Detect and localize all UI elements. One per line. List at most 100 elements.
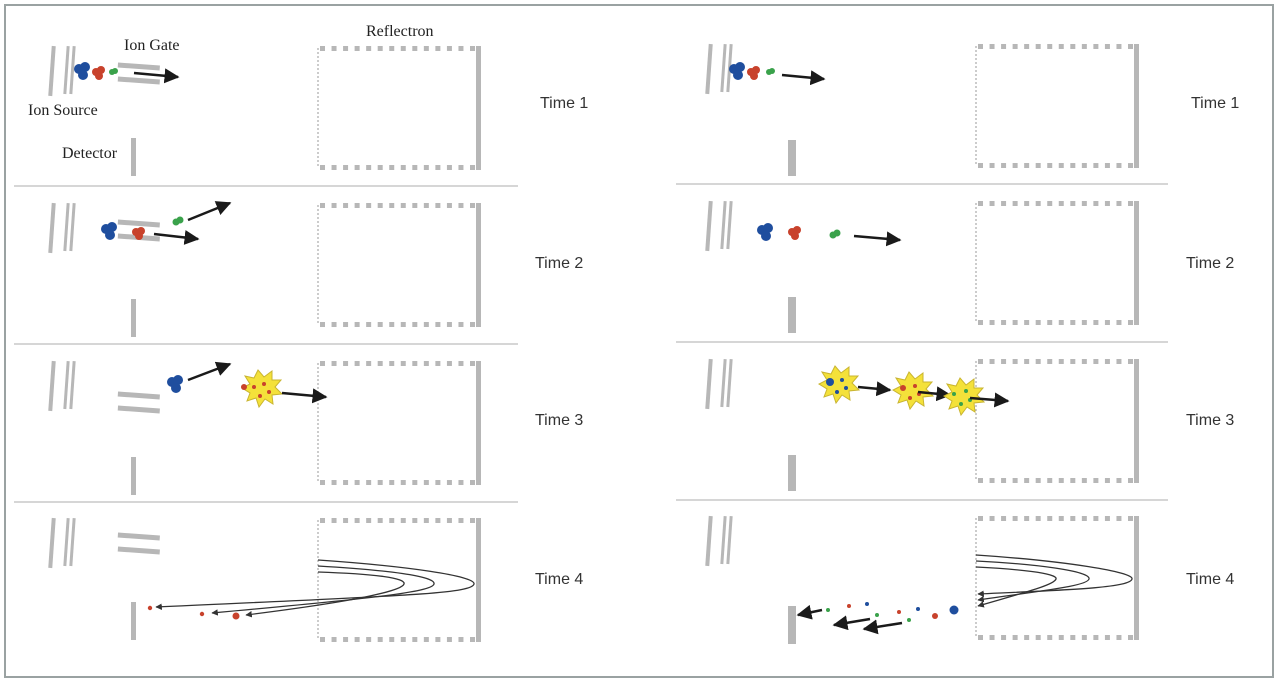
reflectron-ring [1001,163,1007,168]
reflectron-ring [320,480,325,485]
reflectron-ring [1047,516,1053,521]
reflectron-ring [446,203,452,208]
reflectron-ring [412,46,418,51]
label-ion-source: Ion Source [28,102,98,119]
detector [131,299,136,337]
reflectron [975,516,1139,640]
arrow-ions [133,68,180,84]
extraction-grid [63,517,70,567]
reflectron-ring [1024,635,1030,640]
reflectron-ring [331,361,337,366]
reflectron-ring [320,46,325,51]
reflectron-ring [978,320,983,325]
reflectron-ring [377,518,383,523]
reflectron-ring [978,201,983,206]
reflectron-back-plate [1134,44,1139,168]
reflectron-ring [366,322,372,327]
reflectron-ring [1104,359,1110,364]
reflectron-ring [1093,44,1099,49]
ion-source [705,200,733,252]
ion-source [705,358,733,410]
reflectron-ring [1116,163,1122,168]
extraction-grid [69,45,76,95]
reflectron-ring [1104,320,1110,325]
reflectron [975,44,1139,168]
reflectron-ring [400,203,406,208]
reflectron-ring [1093,201,1099,206]
reflectron-ring [989,320,995,325]
reflectron-ring [366,203,372,208]
reflectron-ring [377,637,383,642]
reflectron-ring [989,44,995,49]
reflectron-ring [1081,163,1087,168]
gate-plate [117,532,160,541]
extraction-grid [720,43,727,93]
reflectron-ring [989,635,995,640]
right-time2-ions [757,223,902,247]
reflectron-ring [446,480,452,485]
reflectron-ring [1047,359,1053,364]
reflectron-ring [1104,201,1110,206]
reflectron-ring [1093,516,1099,521]
reflectron-ring [1001,478,1007,483]
reflectron-ring [1093,163,1099,168]
ion-source [48,202,76,254]
reflectron-ring [366,518,372,523]
reflectron-ring [446,165,452,170]
reflectron [317,46,481,170]
reflectron-ring [377,480,383,485]
reflectron-ring [1024,516,1030,521]
reflectron-ring [435,637,441,642]
reflectron-ring [400,637,406,642]
reflectron-ring [412,203,418,208]
reflectron-ring [458,637,464,642]
reflectron-ring [989,516,995,521]
reflectron-ring [1116,201,1122,206]
ion-red [92,66,105,80]
label-reflectron: Reflectron [366,23,434,40]
reflectron-ring [1128,516,1133,521]
reflectron-ring [389,361,395,366]
reflectron-ring [423,361,429,366]
reflectron-ring [978,516,983,521]
reflectron-ring [331,637,337,642]
reflectron-ring [1047,201,1053,206]
reflectron-ring [1070,163,1076,168]
reflectron-ring [412,165,418,170]
reflectron-ring [1116,635,1122,640]
reflectron-ring [423,46,429,51]
extraction-grid [720,515,727,565]
reflectron-ring [1081,478,1087,483]
reflectron-ring [470,361,475,366]
reflectron-ring [331,165,337,170]
reflectron-ring [1012,201,1018,206]
reflectron-ring [1035,201,1041,206]
reflectron-ring [400,480,406,485]
source-plate [705,358,713,410]
reflectron-ring [1081,201,1087,206]
reflectron-ring [1058,516,1064,521]
ion-green [766,68,775,75]
reflectron-ring [470,165,475,170]
gate-plate [117,546,160,555]
reflectron-ring [1116,44,1122,49]
reflectron-ring [331,46,337,51]
reflectron-ring [343,480,349,485]
reflectron-ring [458,165,464,170]
right-time1-ions [729,62,826,86]
source-plate [48,45,56,97]
reflectron-ring [412,518,418,523]
reflectron-ring [354,480,360,485]
reflectron-ring [366,361,372,366]
reflectron-ring [331,203,337,208]
reflectron-ring [423,165,429,170]
reflectron-ring [978,635,983,640]
left-time2-ions [101,201,232,245]
reflectron-ring [343,203,349,208]
extraction-grid [69,202,76,252]
reflectron-ring [435,480,441,485]
reflectron-back-plate [476,361,481,485]
reflectron-ring [1058,163,1064,168]
reflectron-ring [1001,635,1007,640]
reflectron-ring [989,359,995,364]
